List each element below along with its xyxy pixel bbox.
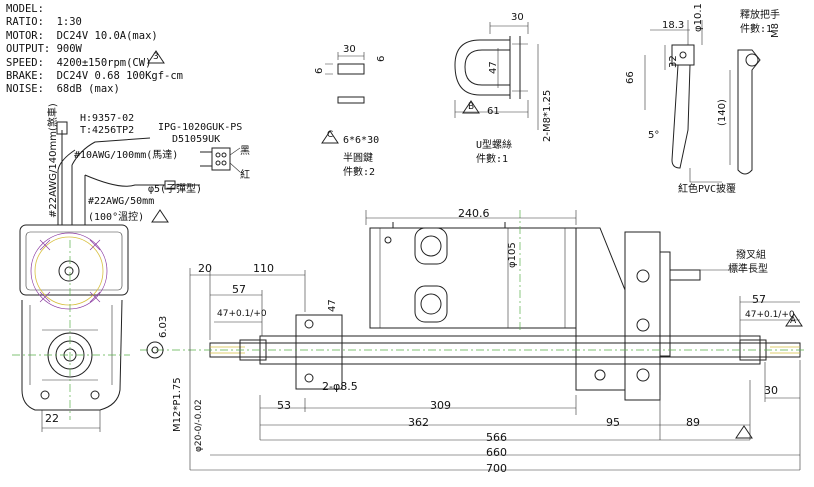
- spec-model: MODEL:: [6, 3, 44, 15]
- harness-h-code: H:9357-02: [80, 113, 135, 124]
- release-cover: 紅色PVC披覆: [678, 184, 737, 195]
- release-dim-5deg: 5°: [648, 130, 660, 141]
- dim-57-left: 57: [232, 283, 246, 296]
- fork-label2: 標準長型: [728, 264, 768, 275]
- wire-motor: #10AWG/100mm(馬達): [74, 150, 179, 161]
- dim-53: 53: [277, 399, 291, 412]
- connector-drawing: [200, 147, 241, 173]
- spec-motor: MOTOR: DC24V 10.0A(max): [6, 29, 158, 42]
- release-qty: 件數:1: [740, 24, 773, 35]
- terminal-spec: φ5(子彈型): [148, 184, 203, 195]
- dim-110: 110: [253, 262, 274, 275]
- release-dim-18-3: 18.3: [662, 20, 685, 31]
- side-view-gearbox: [12, 121, 200, 432]
- temp-note: (100°溫控): [88, 212, 145, 223]
- u-bolt-drawing: [454, 22, 539, 130]
- connector-part2: D51059UK: [172, 134, 221, 145]
- dim-566: 566: [486, 431, 507, 444]
- release-dim-66: 66: [625, 71, 636, 84]
- dim-22-side: 22: [45, 412, 59, 425]
- spec-speed: SPEED: 4200±150rpm(CW): [6, 56, 152, 69]
- dim-47-bracket: 47: [327, 299, 338, 312]
- key-drawing: [325, 52, 365, 104]
- dim-phi20-tol: φ20-0/-0.02: [194, 399, 204, 452]
- dim-47-tol-left: 47+0.1/+0: [217, 309, 267, 319]
- ubolt-thread: 2-M8*1.25: [542, 89, 553, 142]
- ubolt-dim-47: 47: [488, 61, 499, 74]
- dim-6-03: 6.03: [158, 315, 169, 338]
- key-qty: 件數:2: [343, 167, 376, 178]
- dim-660: 660: [486, 446, 507, 459]
- dim-30-right: 30: [764, 384, 778, 397]
- dim-57-right: 57: [752, 293, 766, 306]
- fork-label: 撥叉組: [736, 250, 766, 261]
- key-dim-30: 30: [343, 44, 356, 55]
- ubolt-name: U型螺絲: [476, 140, 513, 151]
- wire-color-black: 黑: [240, 146, 250, 157]
- ubolt-dim-61: 61: [487, 106, 500, 117]
- dim-309: 309: [430, 399, 451, 412]
- release-dim-140: (140): [717, 99, 728, 126]
- harness-t-code: T:4256TP2: [80, 125, 135, 136]
- dim-20: 20: [198, 262, 212, 275]
- dim-362: 362: [408, 416, 429, 429]
- wire-color-red: 紅: [240, 170, 250, 181]
- key-spec: 6*6*30: [343, 135, 380, 146]
- key-tri: C: [327, 130, 334, 140]
- dim-phi105: φ105: [507, 242, 518, 268]
- dim-2-phi8-5: 2-φ8.5: [322, 380, 358, 393]
- wire-temp: #22AWG/50mm: [88, 196, 155, 207]
- release-dim-32: 32: [668, 55, 679, 68]
- spec-noise: NOISE: 68dB (max): [6, 83, 120, 96]
- wire-brake: #22AWG/140mm(煞車): [48, 103, 59, 218]
- spec-brake: BRAKE: DC24V 0.68 100Kgf-cm: [6, 70, 184, 83]
- key-name: 半圓鍵: [343, 153, 373, 164]
- release-handle-drawing: [644, 20, 761, 183]
- spec-ratio: RATIO: 1:30: [6, 16, 82, 29]
- tri-label-3: 3: [153, 52, 159, 62]
- main-tri: A: [790, 316, 797, 326]
- key-dim-6a: 6: [314, 67, 325, 74]
- dim-m12-thread: M12*P1.75: [172, 377, 183, 432]
- dim-47-tol-right: 47+0.1/+0: [745, 310, 795, 320]
- spec-output: OUTPUT: 900W: [6, 43, 82, 56]
- dim-89: 89: [686, 416, 700, 429]
- main-axle-view: [140, 210, 806, 471]
- dim-95: 95: [606, 416, 620, 429]
- key-dim-6b: 6: [376, 55, 387, 62]
- revision-triangles: [147, 50, 803, 439]
- release-dim-m8: M8: [770, 23, 781, 38]
- ubolt-qty: 件數:1: [476, 154, 509, 165]
- dim-240-6: 240.6: [458, 207, 490, 220]
- ubolt-dim-30: 30: [511, 12, 524, 23]
- release-title: 釋放把手: [740, 10, 780, 21]
- ubolt-tri: B: [468, 102, 475, 112]
- release-dim-phi10: φ10.1: [693, 3, 704, 32]
- connector-part: IPG-1020GUK-PS: [158, 122, 243, 133]
- dim-700: 700: [486, 462, 507, 475]
